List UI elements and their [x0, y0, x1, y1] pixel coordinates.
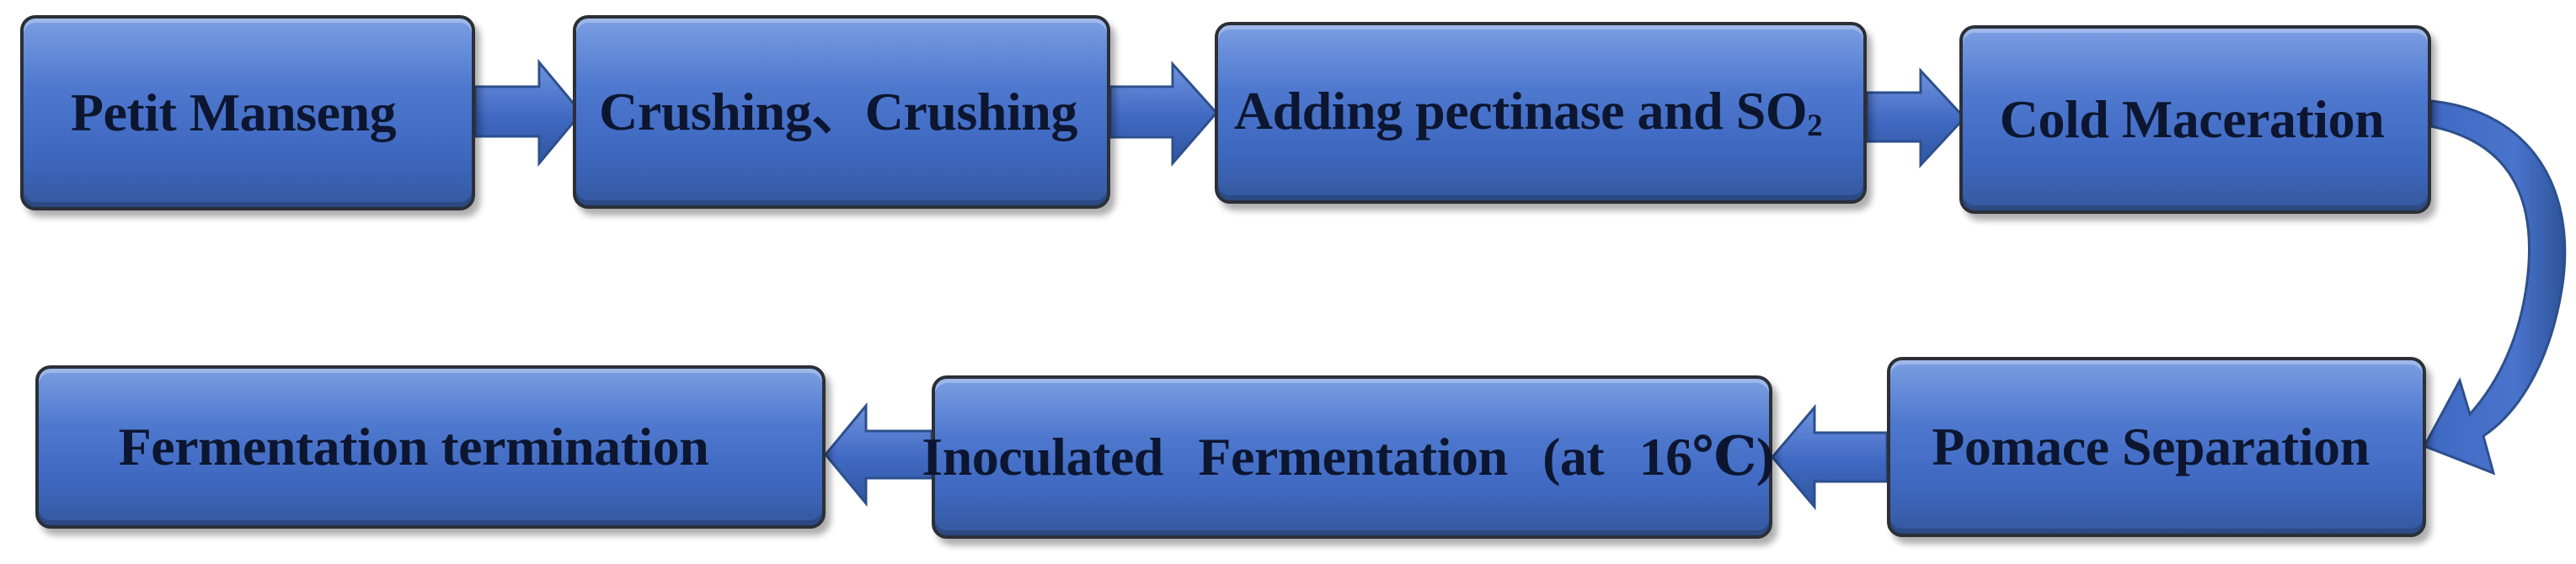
step-label-subscript: 2 [1807, 109, 1823, 144]
step-label: Adding pectinase and SO2 [1233, 80, 1823, 144]
step-petit-manseng: Petit Manseng [20, 15, 475, 210]
step-adding-pectinase: Adding pectinase and SO2 [1215, 22, 1867, 204]
curved-arrow-down [2422, 99, 2567, 476]
arrow-left-2 [824, 402, 933, 508]
step-label: Pomace Separation [1932, 417, 2370, 476]
arrow-right-1 [473, 58, 583, 168]
arrow-left-1 [1771, 403, 1889, 511]
arrow-right-3 [1865, 67, 1967, 168]
step-inoculated-fermentation: Inoculated Fermentation (at 16℃) [922, 375, 1774, 539]
step-label: Fermentation termination [118, 417, 709, 476]
step-label-text: Adding pectinase and SO [1233, 80, 1808, 141]
step-label: Cold Maceration [1999, 89, 2385, 149]
step-label: Petit Manseng [70, 82, 397, 142]
step-fermentation-termination: Fermentation termination [35, 365, 826, 529]
step-crushing: Crushing、Crushing [573, 15, 1110, 209]
step-label: Crushing、Crushing [599, 82, 1077, 141]
step-pomace-separation: Pomace Separation [1887, 357, 2426, 537]
step-label: Inoculated Fermentation (at 16℃) [922, 427, 1774, 487]
arrow-right-2 [1109, 61, 1218, 168]
step-cold-maceration: Cold Maceration [1959, 25, 2431, 214]
